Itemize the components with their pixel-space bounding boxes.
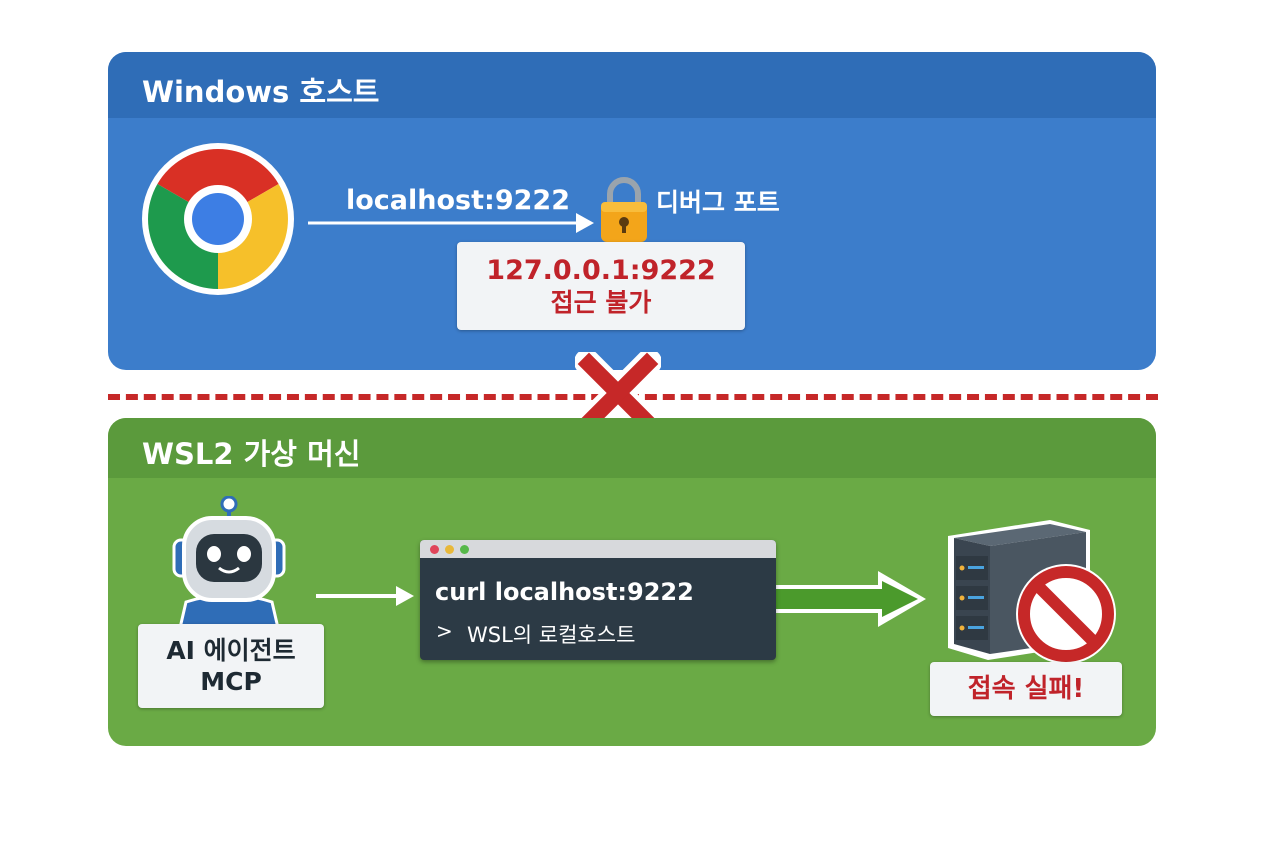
terminal-window: curl localhost:9222 > WSL의 로컬호스트 — [420, 540, 776, 660]
cross-icon — [575, 352, 661, 434]
minimize-dot-icon — [445, 545, 454, 554]
robot-icon — [172, 496, 286, 628]
wsl2-vm-panel: WSL2 가상 머신 AI 에이전트 MCP curl localhost:92… — [108, 418, 1156, 746]
maximize-dot-icon — [460, 545, 469, 554]
debug-port-label: 디버그 포트 — [656, 188, 780, 217]
agent-label: AI 에이전트 MCP — [138, 624, 324, 708]
prohibited-icon — [1016, 564, 1116, 664]
chrome-icon — [142, 143, 294, 295]
terminal-output: WSL의 로컬호스트 — [467, 623, 636, 647]
windows-host-header — [108, 52, 1156, 118]
chrome-to-port-arrow — [308, 213, 594, 233]
terminal-title-bar — [420, 540, 776, 558]
wsl2-vm-header — [108, 418, 1156, 478]
connection-failed-label: 접속 실패! — [930, 662, 1122, 716]
blocked-note: 127.0.0.1:9222 접근 불가 — [457, 242, 745, 330]
terminal-prompt-icon: > — [436, 619, 453, 643]
blocked-address: 127.0.0.1:9222 — [486, 255, 716, 286]
agent-protocol: MCP — [200, 667, 262, 696]
windows-host-panel: Windows 호스트 localhost:9222 디버그 포트 127.0.… — [108, 52, 1156, 370]
wsl-flow-arrows — [316, 571, 926, 627]
agent-name: AI 에이전트 — [166, 636, 296, 665]
lock-icon — [601, 177, 647, 242]
terminal-command: curl localhost:9222 — [435, 578, 694, 606]
server-icon — [948, 520, 1116, 664]
close-dot-icon — [430, 545, 439, 554]
blocked-status: 접근 불가 — [550, 288, 652, 317]
windows-host-title: Windows 호스트 — [142, 75, 380, 109]
localhost-url-label: localhost:9222 — [346, 185, 570, 216]
wsl2-vm-title: WSL2 가상 머신 — [142, 437, 361, 471]
